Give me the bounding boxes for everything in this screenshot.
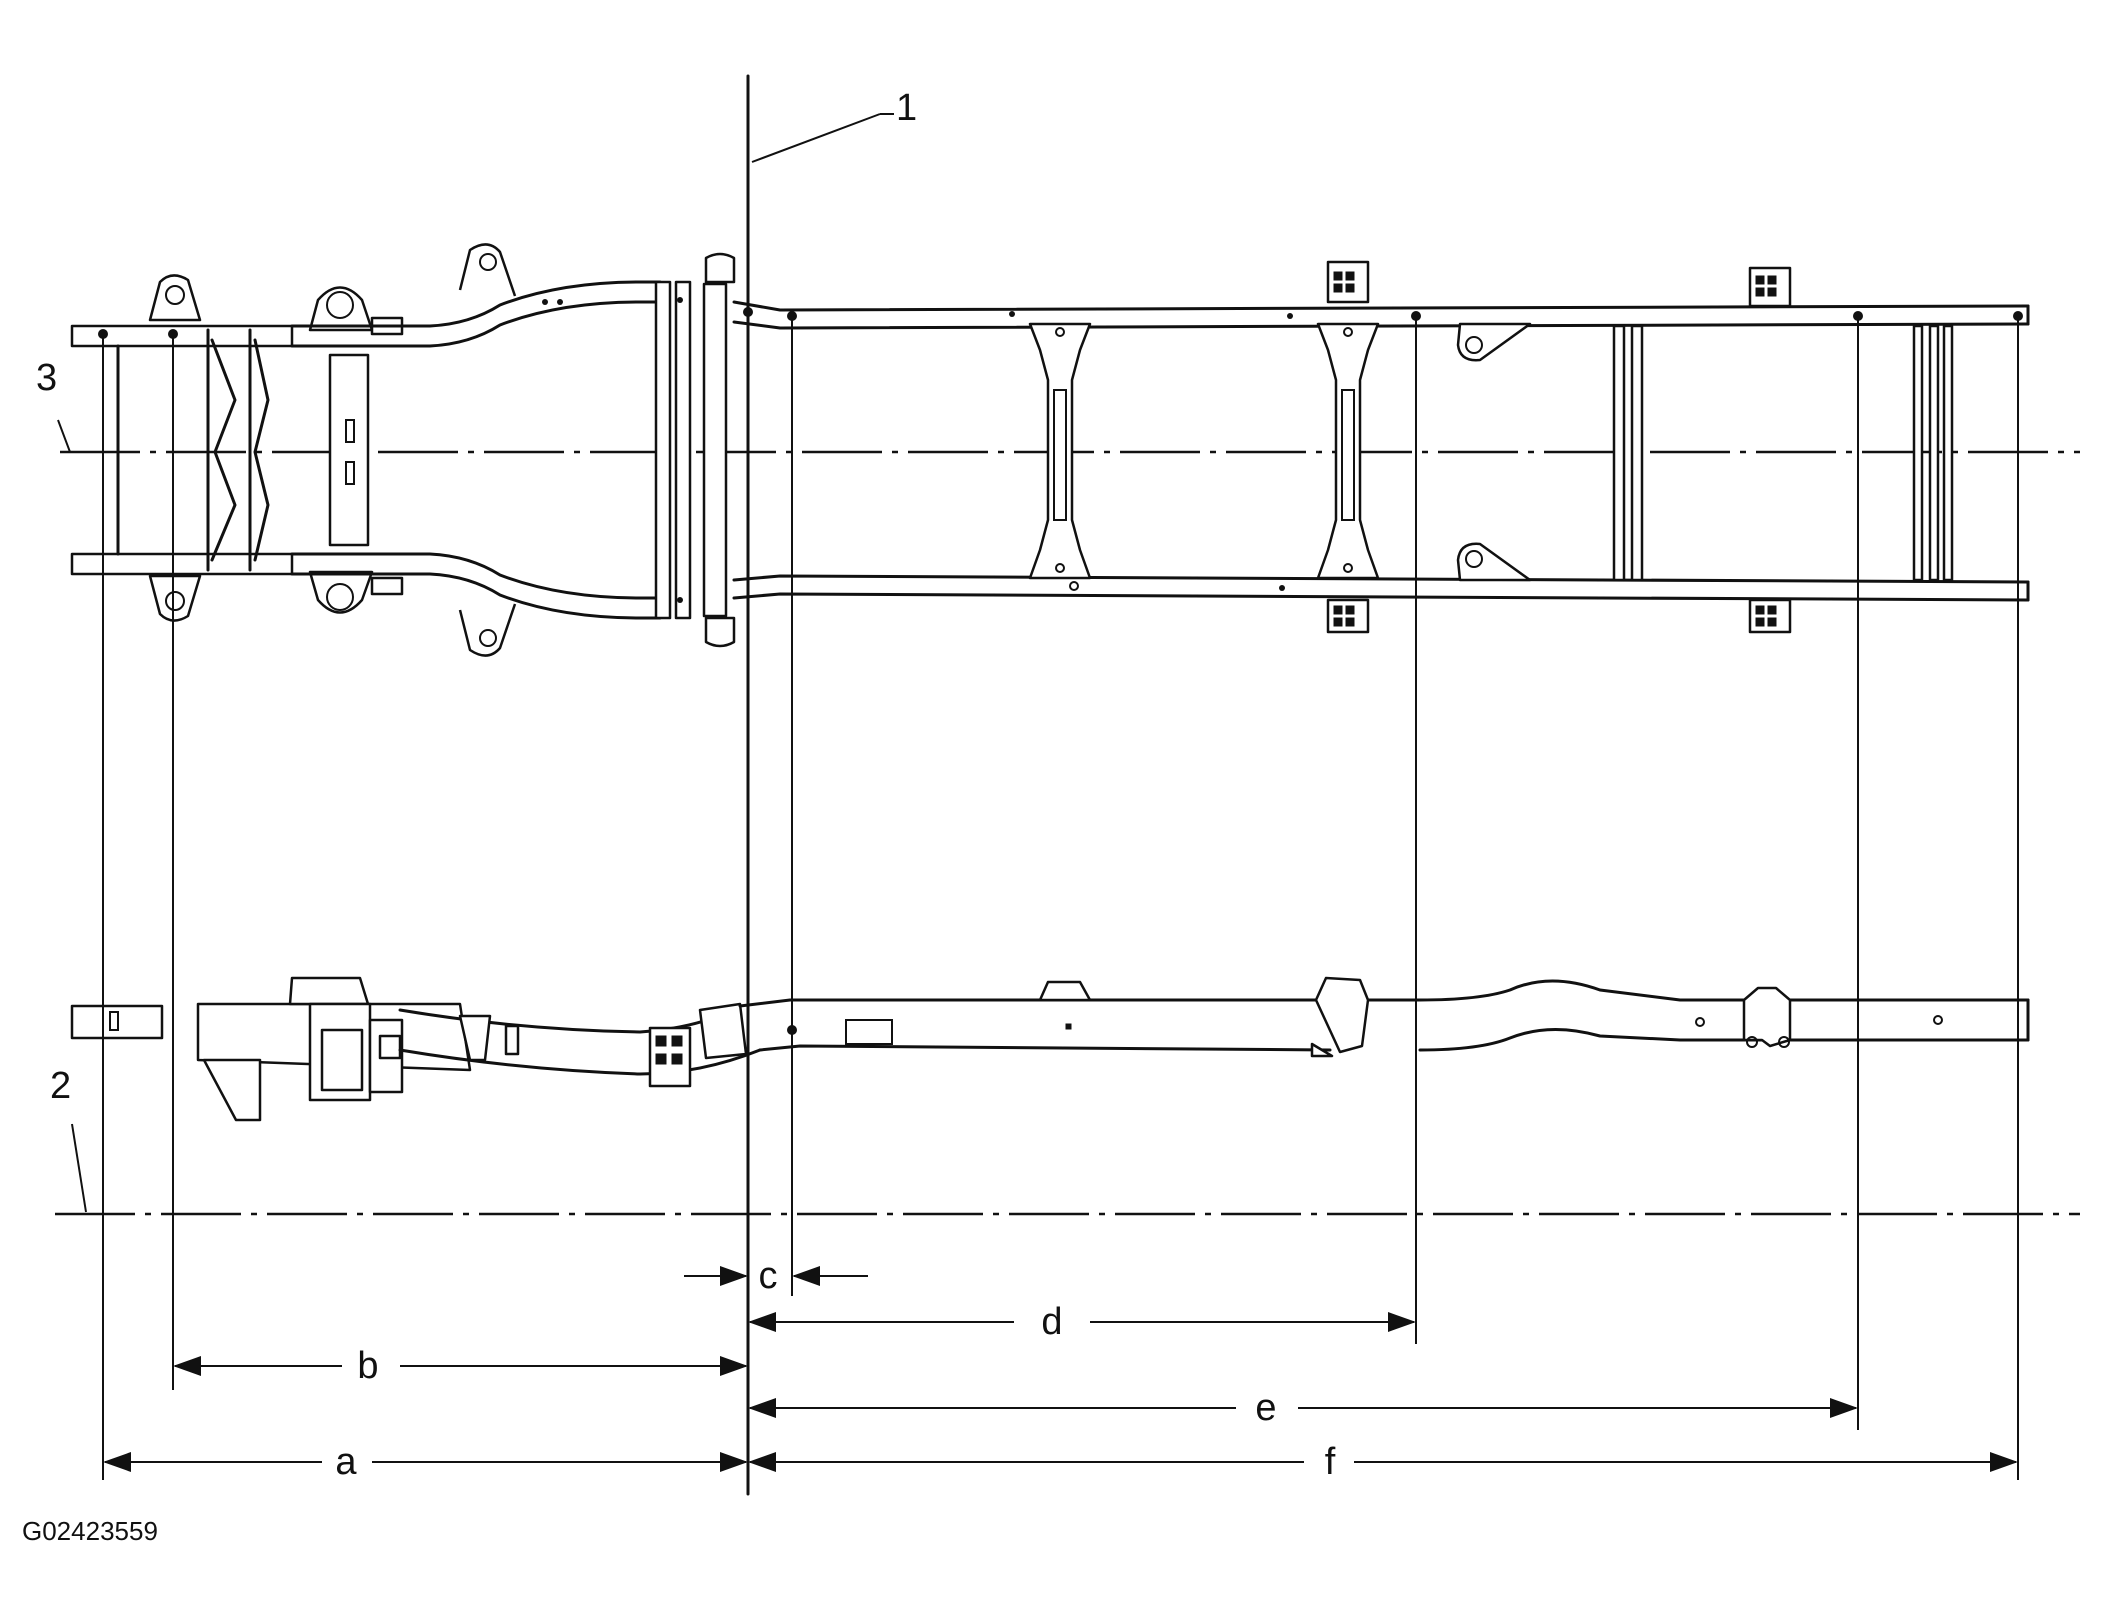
figure-code: G02423559 [22,1516,158,1546]
frame-top-view [60,243,2080,657]
frame-rail-upper-front [290,280,662,328]
callout-label-3: 3 [36,357,57,399]
rear-crossmember-1b [1630,324,1644,582]
engine-crossmember [328,353,370,547]
dimension-label-b: b [357,1345,378,1387]
rear-crossmember-1a [1612,324,1626,582]
front-bracket-lower [148,574,202,622]
front-bracket-upper [148,274,202,322]
body-mount-lower-mid [1326,598,1370,634]
frame-side-view [55,976,2080,1216]
callout-1: 1 [751,87,917,163]
mid-crossmember-2 [1316,322,1380,580]
control-arm-mount-lower [308,570,374,614]
callout-3: 3 [36,357,71,453]
trans-crossmember-plate-1 [654,280,672,620]
frame-rail-upper-main-top [732,300,2030,312]
callout-label-2: 2 [50,1065,71,1107]
dimension-label-e: e [1255,1387,1276,1429]
dimension-reference-lines [98,74,2023,1496]
mid-crossmember-1 [1028,322,1092,580]
dimension-label-d: d [1041,1301,1062,1343]
callout-label-1: 1 [896,87,917,129]
front-crossmember-upper [70,324,294,348]
callout-2: 2 [50,1065,87,1213]
side-rail-opening [845,1019,893,1045]
rear-crossmember-2a [1912,324,1924,582]
rear-spring-hanger-side [1742,986,1792,1048]
engine-mount-side [288,976,370,1006]
body-mount-lower-rear [1748,598,1792,634]
frame-rail-lower-main-top [732,574,2030,584]
dimension-label-a: a [335,1441,357,1483]
transmission-mount-side [648,1026,692,1088]
rear-crossmember-2c [1942,324,1954,582]
rear-crossmember-2b [1928,324,1940,582]
dimension-label-f: f [1325,1441,1336,1483]
frame-rail-lower-front [290,552,662,600]
side-body-mount-1 [1038,980,1092,1002]
body-mount-upper-rear [1748,266,1792,308]
body-mount-upper-mid [1326,260,1370,304]
front-crossmember-lower [70,552,294,576]
side-body-mount-2 [1314,976,1370,1054]
side-rail-main-top [738,998,1422,1008]
trans-crossmember-plate-2 [674,280,692,620]
side-rail-kickup-top [1418,979,2030,1002]
control-arm-mount-upper [308,286,374,332]
spring-hanger-lower [1456,542,1532,582]
spring-hanger-upper [1456,322,1532,362]
dimension-label-c: c [759,1255,778,1297]
